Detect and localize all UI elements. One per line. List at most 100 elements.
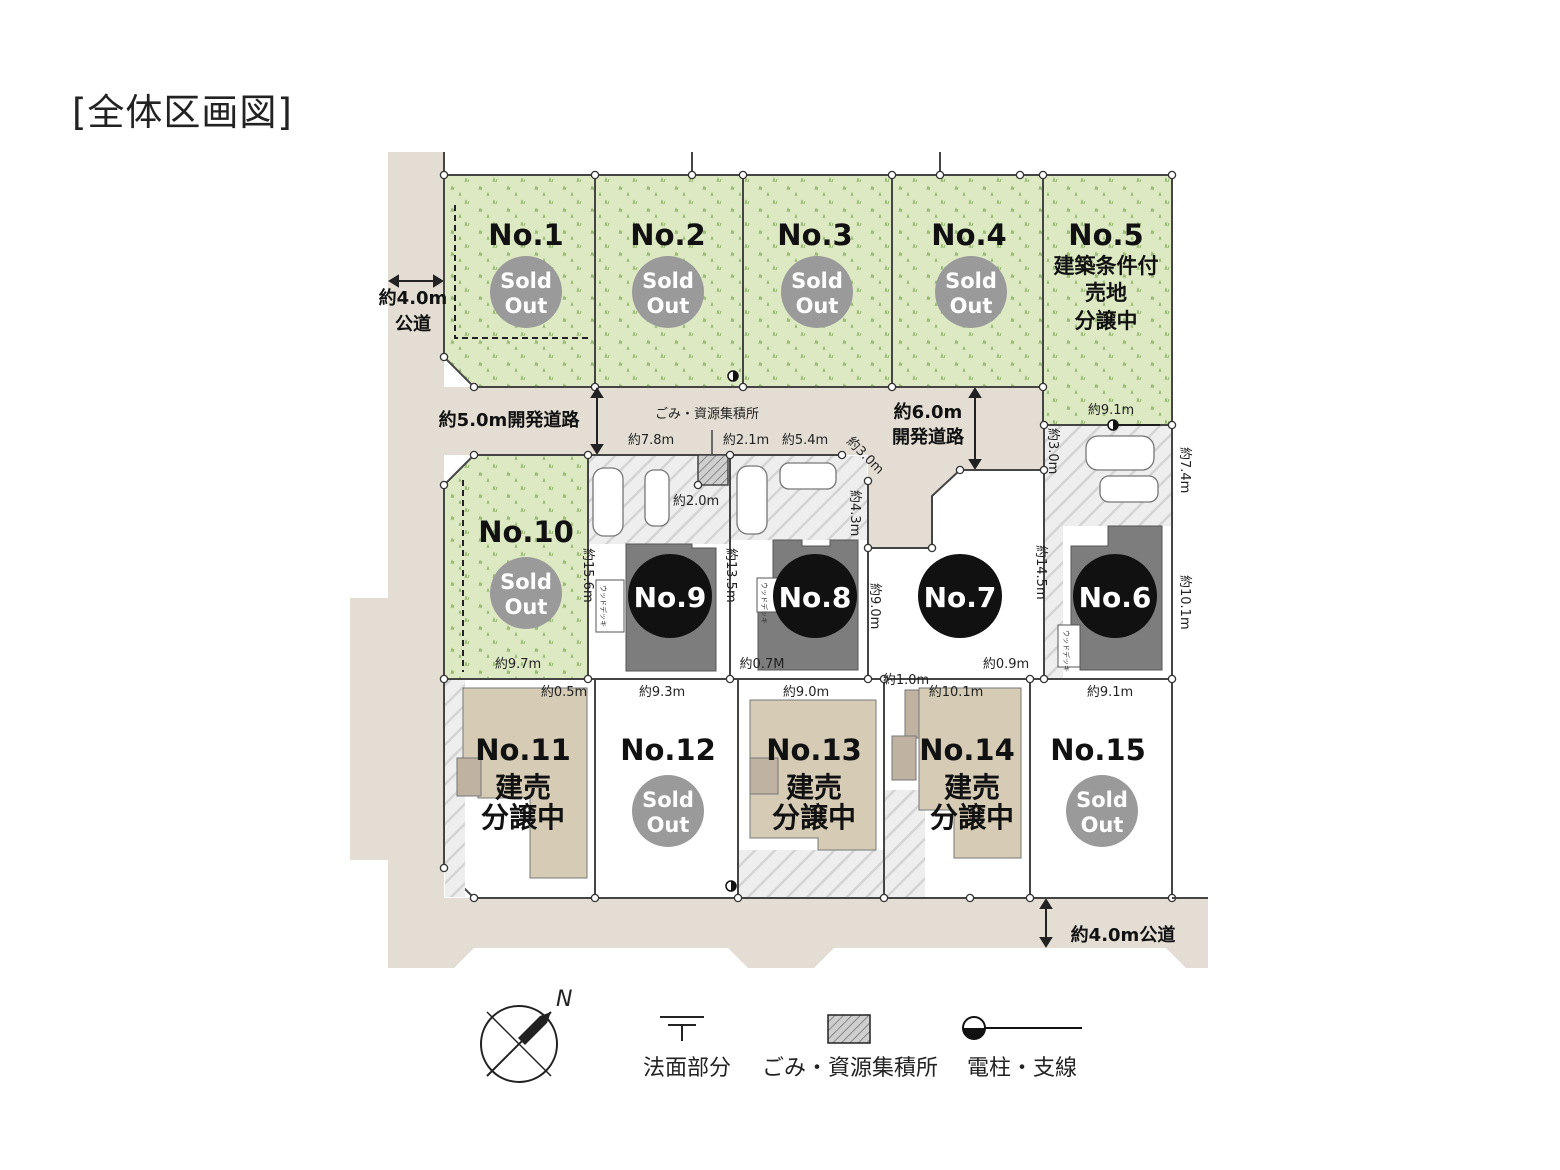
sold-badge-1 [490,256,562,328]
sold-2-line2: Out [647,294,690,318]
sold-3-line2: Out [796,294,839,318]
lot-10-label: No.10 [478,515,574,549]
sold-10-line1: Sold [500,570,552,594]
lot-12-label: No.12 [620,733,716,767]
dim-9-0-v: 約9.0m [867,583,882,629]
lot-badge-8 [773,554,857,638]
lot-7-label: No.7 [924,581,997,614]
dim-1-0: 約1.0m [883,673,929,688]
dim-3-0-v: 約3.0m [1045,428,1060,474]
page-title: [全体区画図] [72,91,293,134]
dim-15-6: 約15.6m [580,548,595,603]
lot-3-label: No.3 [777,218,852,252]
lot-5-status-1: 建築条件付 [1054,254,1159,278]
dim-4-3: 約4.3m [847,490,862,536]
sold-4-line2: Out [950,294,993,318]
sold-badge-15 [1066,775,1138,847]
dim-9-3: 約9.3m [639,685,685,700]
slope-line-lot1 [454,205,588,339]
roads [350,152,1208,968]
lot-9-label: No.9 [634,581,707,614]
legend: N 法面部分 ごみ・資源集積所 電柱・支線 [480,987,1082,1083]
lot-13-label: No.13 [766,733,862,767]
deck-label-8: ウッドデッキ [760,582,769,624]
north-label: N [556,987,572,1012]
sold-1-line1: Sold [500,269,552,293]
dim-0-9: 約0.9m [983,657,1029,672]
lot-6-label: No.6 [1079,581,1152,614]
lot-1-label: No.1 [488,218,563,252]
lot-5-status-3: 分譲中 [1075,309,1138,333]
dim-2-0: 約2.0m [673,494,719,509]
garbage-legend-icon [827,1014,871,1044]
deck-label-9: ウッドデッキ [599,585,608,627]
lot-11-status-2: 分譲中 [481,801,565,834]
sold-badge-10 [490,557,562,629]
top-row-lots [443,174,1173,426]
buildings-bottom [456,687,1022,879]
lot-14-status-2: 分譲中 [930,801,1014,834]
west-road-type: 公道 [395,313,431,335]
dim-7-8: 約7.8m [628,433,674,448]
dim-10-1-h: 約10.1m [929,685,984,700]
lot-badge-9 [628,554,712,638]
dim-14-5: 約14.5m [1033,545,1048,600]
lot-2-label: No.2 [630,218,705,252]
legend-pole-label: 電柱・支線 [967,1056,1077,1081]
dim-9-1-bottom: 約9.1m [1087,685,1133,700]
dim-7-4: 約7.4m [1177,447,1192,493]
legend-slope-label: 法面部分 [643,1056,731,1081]
sold-2-line1: Sold [642,269,694,293]
sold-4-line1: Sold [945,269,997,293]
dev-road-6m-width: 約6.0m [894,401,963,423]
lot-8-label: No.8 [779,581,852,614]
deck-label-6: ウッドデッキ [1062,630,1071,672]
lot-4-label: No.4 [931,218,1006,252]
lot-5-status-2: 売地 [1085,281,1127,305]
lot-11-label: No.11 [475,733,571,767]
garbage-area [697,454,729,486]
sold-badge-12 [632,775,704,847]
sold-1-line2: Out [505,294,548,318]
lot-14-label: No.14 [919,733,1015,767]
dim-9-7: 約9.7m [495,657,541,672]
dim-13-5: 約13.5m [723,548,738,603]
lot-13-status-1: 建売 [786,771,842,804]
west-road-width: 約4.0m [379,287,448,309]
dim-10-1-v: 約10.1m [1177,575,1192,630]
sold-15-line1: Sold [1076,788,1128,812]
sold-10-line2: Out [505,595,548,619]
sold-12-line1: Sold [642,788,694,812]
sold-12-line2: Out [647,813,690,837]
sold-badge-2 [632,256,704,328]
legend-garbage-label: ごみ・資源集積所 [762,1056,938,1081]
dev-road-6m-type: 開発道路 [892,426,965,448]
slope-icon [660,1016,704,1041]
sold-3-line1: Sold [791,269,843,293]
lot-14-status-1: 建売 [944,771,1000,804]
lot-15-label: No.15 [1050,733,1146,767]
dim-2-1: 約2.1m [723,433,769,448]
sold-badges [490,256,1157,847]
utility-poles [725,370,1160,892]
sold-badge-4 [935,256,1007,328]
sold-15-line2: Out [1081,813,1124,837]
lot-11-status-1: 建売 [495,771,551,804]
wood-decks [595,577,1081,668]
road-width-arrows [388,274,1053,948]
dim-0-5: 約0.5m [541,685,587,700]
dim-9-0-h: 約9.0m [783,685,829,700]
dim-5-4: 約5.4m [782,433,828,448]
dev-road-5m: 約5.0m開発道路 [439,409,581,431]
lot-13-status-2: 分譲中 [772,801,856,834]
lot-badge-7 [918,554,1002,638]
south-road: 約4.0m公道 [1071,924,1176,946]
dim-0-7: 約0.7M [740,657,785,672]
garbage-area-label: ごみ・資源集積所 [655,406,759,422]
compass-icon: N [480,987,572,1083]
boundary-points [439,170,1177,903]
pole-legend-icon [962,1016,1082,1040]
lot-5-label: No.5 [1068,218,1143,252]
sold-badge-3 [781,256,853,328]
